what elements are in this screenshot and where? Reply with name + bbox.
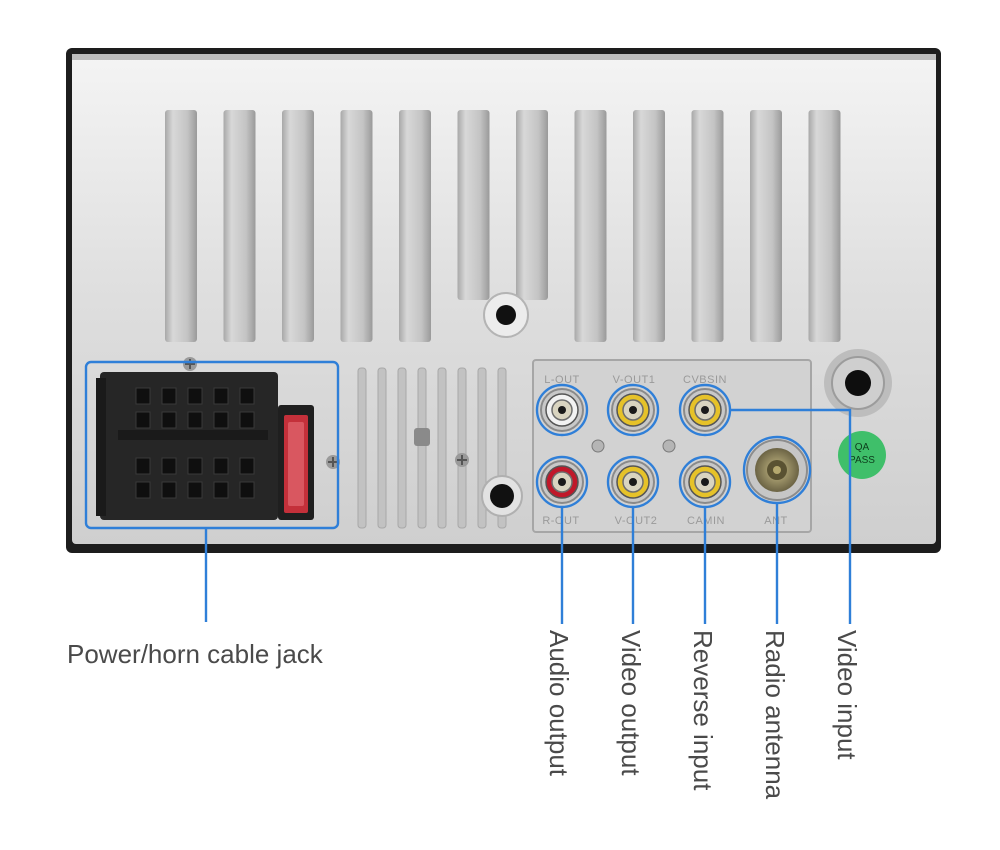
connector-pin: [187, 481, 203, 499]
label-audio-output: Audio output: [544, 630, 574, 777]
cooling-fin: [399, 110, 431, 342]
cooling-fin: [633, 110, 665, 342]
mount-screw-1: [455, 453, 469, 467]
label-v-out1: V-OUT1: [613, 374, 656, 386]
cooling-fin: [516, 110, 548, 300]
plate-screw: [591, 439, 605, 453]
vent-slot: [377, 367, 387, 529]
connector-pin: [161, 481, 177, 499]
connector-pin: [187, 387, 203, 405]
vent-slot: [357, 367, 367, 529]
clip-notch: [414, 428, 430, 446]
cooling-fin: [165, 110, 197, 342]
rca-jacks: [540, 388, 727, 504]
label-ant: ANT: [764, 515, 788, 527]
label-v-out2: V-OUT2: [615, 515, 658, 527]
rca-jack-cam-in: [683, 460, 727, 504]
vent-slot: [457, 367, 467, 529]
rca-jack-v-out2: [611, 460, 655, 504]
label-cvbs-in: CVBSIN: [683, 374, 727, 386]
cooling-fin: [691, 110, 724, 342]
label-radio-antenna: Radio antenna: [760, 630, 790, 800]
connector-pin: [239, 457, 255, 475]
cooling-fin: [282, 110, 314, 342]
cooling-fin: [574, 110, 607, 342]
connector-pin: [135, 481, 151, 499]
label-video-input: Video input: [832, 630, 862, 760]
iso-power-connector: [96, 372, 314, 520]
connector-pin: [239, 411, 255, 429]
qa-line2: PASS: [849, 455, 875, 466]
connector-pin: [161, 457, 177, 475]
qa-pass-sticker: QA PASS: [838, 431, 886, 479]
connector-pin: [213, 411, 229, 429]
callout-line-video-in: [730, 408, 852, 624]
connector-pin: [187, 457, 203, 475]
connector-pin: [187, 411, 203, 429]
connector-pin: [239, 387, 255, 405]
cooling-fin: [750, 110, 782, 342]
gps-port: [824, 349, 892, 417]
vent-slot: [397, 367, 407, 529]
label-r-out: R-OUT: [542, 515, 579, 527]
rca-jack-v-out1: [611, 388, 655, 432]
vent-slot: [437, 367, 447, 529]
mount-screw-3: [183, 357, 197, 371]
connector-pin: [161, 411, 177, 429]
label-video-output: Video output: [616, 630, 646, 776]
rca-jack-l-out: [540, 388, 584, 432]
rca-jack-cvbs-in: [683, 388, 727, 432]
connector-pin: [213, 481, 229, 499]
connector-pin: [135, 387, 151, 405]
label-l-out: L-OUT: [544, 374, 580, 386]
connector-pin: [213, 387, 229, 405]
mount-screw-2: [326, 455, 340, 469]
cooling-fin: [223, 110, 256, 342]
vent-slot: [417, 367, 427, 529]
qa-line1: QA: [855, 442, 870, 453]
plate-screw: [662, 439, 676, 453]
label-reverse-input: Reverse input: [688, 630, 718, 791]
label-power-horn-cable-jack: Power/horn cable jack: [67, 639, 323, 669]
connector-pin: [239, 481, 255, 499]
connector-pin: [135, 411, 151, 429]
antenna-connector: [746, 439, 808, 501]
callout-ring-lout: [535, 383, 589, 437]
connector-pin: [135, 457, 151, 475]
cooling-fin: [808, 110, 841, 342]
cooling-fin: [457, 110, 490, 300]
callout-box-power: [84, 360, 340, 530]
connector-pin: [161, 387, 177, 405]
callout-ring-vout1: [606, 383, 660, 437]
connector-pin: [213, 457, 229, 475]
cooling-fin: [340, 110, 373, 342]
cooling-fins: [165, 110, 841, 342]
rca-jack-r-out: [540, 460, 584, 504]
